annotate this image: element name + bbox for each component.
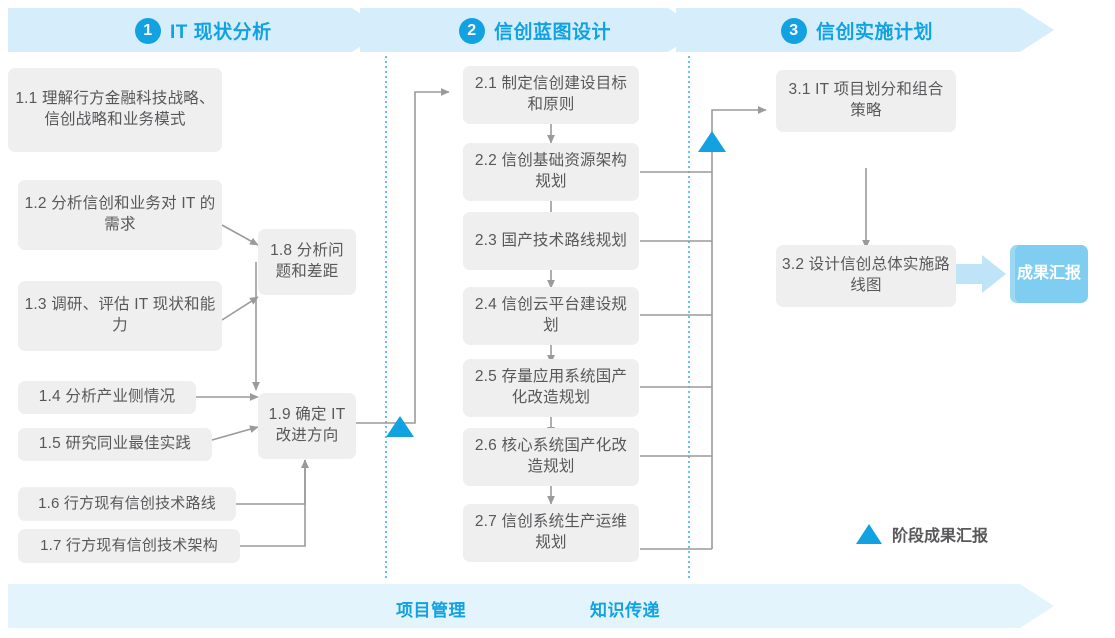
connector-1-9-to-2-1 — [356, 88, 450, 424]
phase-title-1: IT 现状分析 — [170, 22, 272, 43]
node-3-1[interactable]: 3.1 IT 项目划分和组合策略 — [776, 70, 956, 132]
footer-band — [8, 584, 1054, 628]
legend-label: 阶段成果汇报 — [892, 528, 989, 545]
footer-item-project-management: 项目管理 — [396, 601, 466, 620]
phase-title-2: 信创蓝图设计 — [494, 22, 612, 43]
node-2-4[interactable]: 2.4 信创云平台建设规划 — [463, 287, 639, 345]
phase-header-2: 2 信创蓝图设计 — [459, 17, 611, 44]
triangle-icon — [856, 524, 882, 544]
node-2-1[interactable]: 2.1 制定信创建设目标和原则 — [463, 66, 639, 124]
node-1-2[interactable]: 1.2 分析信创和业务对 IT 的需求 — [18, 180, 222, 250]
outcome-box[interactable]: 成果汇报 — [1010, 245, 1088, 303]
outcome-arrow-icon — [948, 255, 1006, 293]
node-2-6[interactable]: 2.6 核心系统国产化改造规划 — [463, 428, 639, 486]
node-1-7[interactable]: 1.7 行方现有信创技术架构 — [18, 529, 240, 563]
node-2-7[interactable]: 2.7 信创系统生产运维规划 — [463, 504, 639, 562]
phase-header-3: 3 信创实施计划 — [781, 17, 933, 44]
node-1-8[interactable]: 1.8 分析问题和差距 — [258, 229, 356, 295]
legend-milestone: 阶段成果汇报 — [856, 522, 988, 546]
phase-header-band — [8, 8, 1054, 52]
node-3-2[interactable]: 3.2 设计信创总体实施路线图 — [776, 245, 956, 307]
phase-badge-3: 3 — [781, 17, 807, 44]
node-1-3[interactable]: 1.3 调研、评估 IT 现状和能力 — [18, 281, 222, 351]
node-1-5[interactable]: 1.5 研究同业最佳实践 — [18, 428, 212, 461]
footer-item-knowledge-transfer: 知识传递 — [590, 601, 660, 620]
node-1-4[interactable]: 1.4 分析产业侧情况 — [18, 381, 196, 414]
node-1-6[interactable]: 1.6 行方现有信创技术路线 — [18, 487, 236, 521]
node-1-1[interactable]: 1.1 理解行方金融科技战略、信创战略和业务模式 — [8, 68, 222, 152]
node-2-5[interactable]: 2.5 存量应用系统国产化改造规划 — [463, 359, 639, 417]
node-2-2[interactable]: 2.2 信创基础资源架构规划 — [463, 143, 639, 201]
node-2-3[interactable]: 2.3 国产技术路线规划 — [463, 212, 639, 270]
connectors-phase-1 — [196, 224, 309, 547]
connector-phase2-bus — [640, 106, 767, 550]
phase-header-1: 1 IT 现状分析 — [135, 17, 272, 44]
phase-band-1 — [8, 8, 386, 52]
phase-badge-1: 1 — [135, 17, 161, 44]
phase-band-3 — [676, 8, 1054, 52]
node-1-9[interactable]: 1.9 确定 IT 改进方向 — [258, 393, 356, 459]
phase-badge-2: 2 — [459, 17, 485, 44]
phase-band-2 — [360, 8, 702, 52]
phase-title-3: 信创实施计划 — [816, 22, 934, 43]
